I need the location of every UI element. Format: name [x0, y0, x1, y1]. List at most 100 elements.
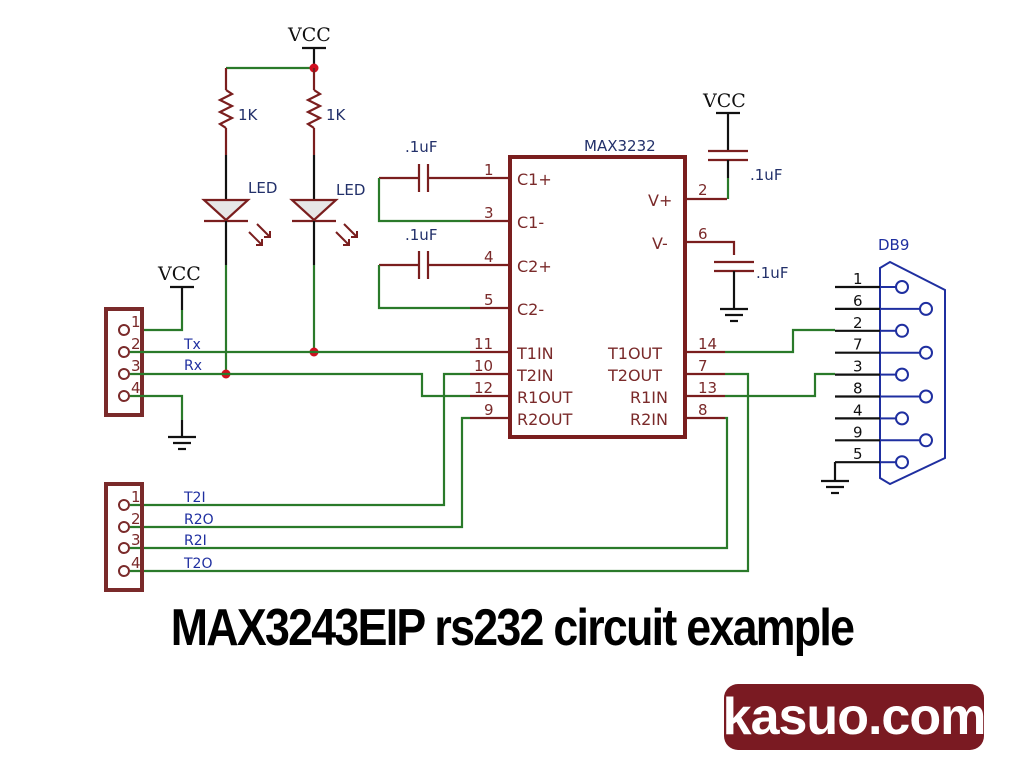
light-emission-icon	[248, 223, 271, 246]
header1-pin-num: 1	[131, 313, 141, 331]
resistor-2-value: 1K	[326, 106, 347, 124]
db9-pin-num: 8	[853, 380, 863, 398]
ground-icon	[168, 435, 196, 451]
led-1-icon	[201, 198, 251, 222]
page-title: MAX3243EIP rs232 circuit example	[170, 599, 855, 657]
pin-num: 2	[698, 181, 708, 199]
pin-name: C2-	[517, 300, 544, 319]
db9-pin-icon	[919, 345, 933, 360]
ic-left-pins	[470, 350, 510, 420]
max3232-ic	[508, 155, 687, 439]
ground-icon	[720, 307, 748, 323]
header2-pin-num: 1	[131, 488, 141, 506]
net-label-t2i: T2I	[183, 490, 206, 506]
pin-num: 4	[484, 248, 494, 266]
db9-pin-num: 2	[853, 314, 863, 332]
cap-vminus-value: .1uF	[756, 264, 788, 282]
pin-num: 11	[474, 335, 493, 353]
db9-pin-num: 9	[853, 423, 863, 441]
cap-c1-value: .1uF	[405, 138, 437, 156]
db9-name: DB9	[878, 236, 909, 254]
pin-num: 13	[698, 379, 717, 397]
pin-num: 14	[698, 335, 717, 353]
ground-icon	[821, 479, 849, 495]
t2in-wire	[130, 372, 470, 507]
db9-pin-icon	[895, 411, 909, 426]
cap-vplus-value: .1uF	[750, 166, 782, 184]
header2-pin-num: 2	[131, 510, 141, 528]
header-2-pin-icons	[118, 499, 130, 577]
t1out-wire	[725, 328, 835, 354]
db9-pin-num: 3	[853, 358, 863, 376]
pin-name: V-	[652, 234, 668, 253]
net-label-t2o: T2O	[183, 556, 212, 572]
db9-pin-num: 5	[853, 445, 863, 463]
pin-num: 3	[484, 204, 494, 222]
pin-num: 6	[698, 225, 708, 243]
db9-pin-icon	[895, 323, 909, 338]
db9-pin-icon	[919, 389, 933, 404]
pin-name: C2+	[517, 257, 552, 276]
ic-name: MAX3232	[584, 137, 656, 155]
net-label-rx: Rx	[184, 358, 202, 374]
pin-name: C1+	[517, 170, 552, 189]
pin-name: R1IN	[630, 388, 668, 407]
pin-num: 7	[698, 357, 708, 375]
led-2-icon	[289, 198, 339, 222]
pin-num: 8	[698, 401, 708, 419]
rx-wire	[130, 372, 470, 398]
header1-pin-num: 3	[131, 357, 141, 375]
db9-pin-icon	[919, 433, 933, 448]
resistor-2-icon	[305, 89, 323, 129]
db9-pin-num: 7	[853, 336, 863, 354]
r2in-wire	[130, 416, 729, 550]
net-label-r2i: R2I	[184, 533, 207, 549]
vcc-label-header: VCC	[157, 263, 201, 285]
pin-num: 5	[484, 291, 494, 309]
led-1-label: LED	[248, 179, 277, 197]
pin-num: 9	[484, 401, 494, 419]
site-logo: kasuo.com	[723, 684, 986, 750]
db9-pin-icon	[895, 367, 909, 382]
pin-name: T2IN	[516, 366, 554, 385]
db9-pin-num: 6	[853, 292, 863, 310]
pin-name: C1-	[517, 213, 544, 232]
db9-pin-num: 4	[853, 401, 863, 419]
t2out-wire	[130, 372, 750, 573]
pin-name: R2IN	[630, 410, 668, 429]
vcc-label-cap: VCC	[702, 90, 746, 112]
db9-pin-icon	[895, 280, 909, 294]
c2-minus-wire	[377, 265, 470, 310]
light-emission-icon	[335, 223, 358, 246]
db9-pin-num: 1	[853, 270, 863, 288]
net-label-tx: Tx	[183, 337, 201, 353]
header-1-connector	[104, 307, 144, 417]
pin-name: R2OUT	[517, 410, 573, 429]
pin-name: V+	[648, 191, 672, 210]
pin-num: 1	[484, 161, 494, 179]
pin-name: T1IN	[516, 344, 554, 363]
cap-c2-value: .1uF	[405, 226, 437, 244]
header2-pin-num: 3	[131, 531, 141, 549]
pin-num: 10	[474, 357, 493, 375]
r2out-wire	[130, 416, 470, 529]
db9-connector	[879, 260, 946, 486]
ic-right-pins	[685, 197, 736, 420]
header-2-connector	[104, 482, 144, 592]
pin-name: T2OUT	[607, 366, 662, 385]
c1-minus-wire	[377, 178, 470, 223]
pin-name: T1OUT	[607, 344, 662, 363]
pin-name: R1OUT	[517, 388, 573, 407]
r1in-wire	[725, 372, 835, 398]
pin-num: 12	[474, 379, 493, 397]
header1-gnd-wire	[130, 394, 184, 420]
header1-pin1-wire	[140, 310, 184, 332]
db9-pins: 1 6 2 7 3 8 4 9 5	[835, 270, 933, 470]
db9-pin-icon	[919, 301, 933, 316]
led-2-label: LED	[336, 181, 365, 199]
header-1-pin-icons	[118, 324, 130, 402]
header1-pin-num: 2	[131, 335, 141, 353]
db9-pin-icon	[895, 455, 909, 470]
vcc-label-top: VCC	[287, 24, 331, 46]
